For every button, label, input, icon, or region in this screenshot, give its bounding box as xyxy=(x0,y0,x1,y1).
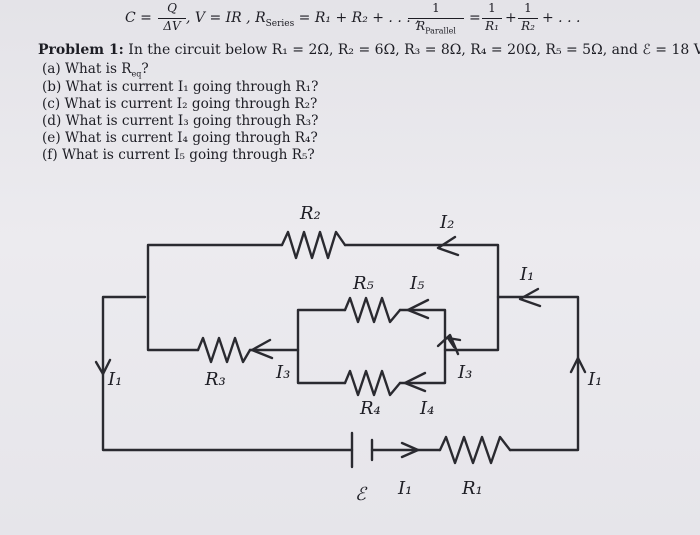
label-r5: R₅ xyxy=(352,273,374,294)
arrow-i1-right xyxy=(569,356,587,374)
arrow-i1-top xyxy=(518,287,542,308)
battery-emf xyxy=(350,431,374,469)
question-a: (a) What is Req? xyxy=(42,61,149,79)
resistor-r2 xyxy=(280,230,347,260)
question-f: (f) What is current I₅ going through R₅? xyxy=(42,147,315,163)
label-i1-bottom: I₁ xyxy=(397,478,412,499)
ohm-law: , V = IR , RSeries = R₁ + R₂ + . . . , xyxy=(186,10,420,29)
plus-sign: + xyxy=(505,10,517,26)
r2-numerator: 1 xyxy=(524,1,532,15)
capacitance-numerator: Q xyxy=(167,1,177,15)
arrow-i2 xyxy=(436,235,460,257)
parallel-numerator: 1 xyxy=(432,1,440,15)
r2-fraction-bar xyxy=(518,18,538,19)
question-b: (b) What is current I₁ going through R₁? xyxy=(42,79,319,95)
formula-tail: + . . . xyxy=(542,10,581,26)
capacitance-fraction-bar xyxy=(158,18,186,19)
label-i1-top: I₁ xyxy=(519,264,534,285)
capacitance-denominator: ΔV xyxy=(163,19,181,33)
label-i1-right: I₁ xyxy=(587,369,602,390)
question-c: (c) What is current I₂ going through R₂? xyxy=(42,96,318,112)
arrow-i3-left xyxy=(250,338,274,360)
resistor-r1 xyxy=(438,435,512,465)
parallel-fraction-bar xyxy=(408,18,464,19)
label-r4: R₄ xyxy=(359,398,381,419)
r1-numerator: 1 xyxy=(488,1,496,15)
label-i4: I₄ xyxy=(419,398,434,419)
capacitance-lhs: C = xyxy=(125,10,152,26)
equals-sign: = xyxy=(469,10,481,26)
label-r2: R₂ xyxy=(299,203,321,224)
label-i3-left: I₃ xyxy=(275,362,290,383)
label-emf: ℰ xyxy=(355,484,368,505)
arrow-i4 xyxy=(403,371,427,393)
r1-fraction-bar xyxy=(482,18,502,19)
label-i2: I₂ xyxy=(439,212,454,233)
arrow-i5 xyxy=(406,298,430,320)
label-i5: I₅ xyxy=(409,273,424,294)
problem-statement: Problem 1: In the circuit below R₁ = 2Ω,… xyxy=(38,42,700,58)
resistor-r5 xyxy=(343,296,402,324)
label-i1-left: I₁ xyxy=(107,369,122,390)
label-i3-right: I₃ xyxy=(457,362,472,383)
resistor-r3 xyxy=(196,336,252,364)
resistor-r4 xyxy=(343,369,402,397)
parallel-denominator: RParallel xyxy=(416,19,456,36)
arrow-i1-left xyxy=(94,358,112,376)
r2-denominator: R₂ xyxy=(521,19,535,33)
circuit-wires xyxy=(101,243,580,452)
arrow-i3-right xyxy=(436,333,462,356)
problem-text: In the circuit below R₁ = 2Ω, R₂ = 6Ω, R… xyxy=(123,42,700,58)
label-r1: R₁ xyxy=(461,478,483,499)
problem-heading: Problem 1: xyxy=(38,42,124,58)
arrow-i1-bottom xyxy=(400,441,420,459)
label-r3: R₃ xyxy=(204,369,226,390)
question-e: (e) What is current I₄ going through R₄? xyxy=(42,130,318,146)
r1-denominator: R₁ xyxy=(485,19,499,33)
question-d: (d) What is current I₃ going through R₃? xyxy=(42,113,319,129)
